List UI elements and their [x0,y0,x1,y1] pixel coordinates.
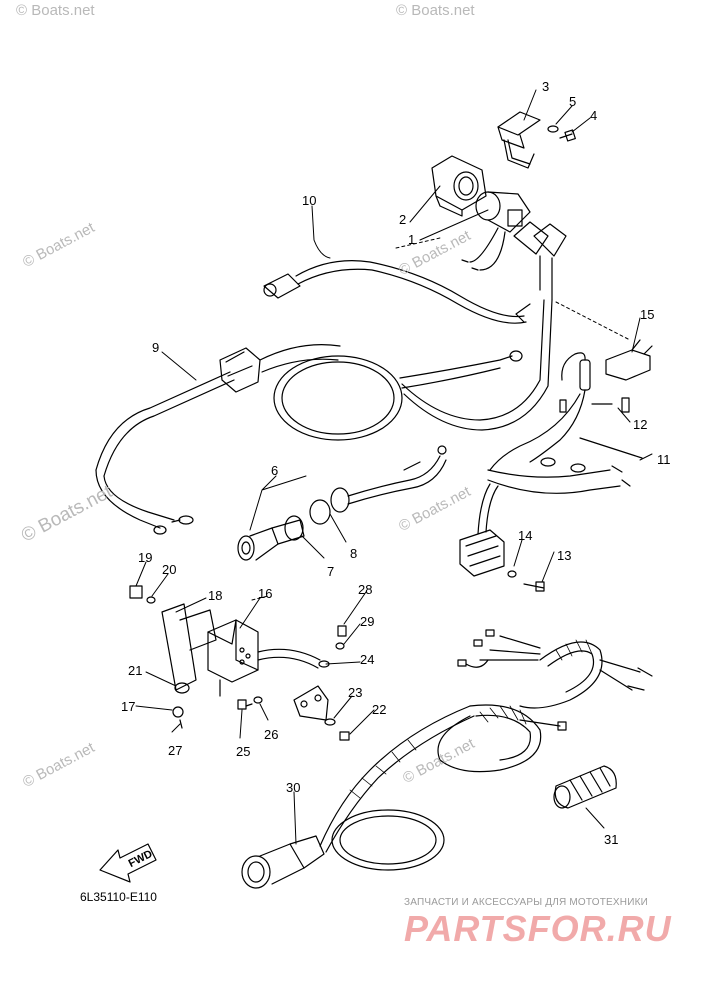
part-number-30: 30 [286,780,301,795]
part-number-2: 2 [399,212,407,227]
part-number-21: 21 [128,663,143,678]
connector-boots [513,221,567,301]
watermark-1: © Boats.net [16,2,95,19]
part-number-25: 25 [236,744,251,759]
part-number-1: 1 [408,232,416,247]
bracket-24 [237,625,350,741]
rectifier-14 [459,483,545,592]
part-number-28: 28 [358,582,373,597]
part-number-5: 5 [569,94,577,109]
part-number-9: 9 [152,340,160,355]
part-number-24: 24 [360,652,375,667]
harness-wrap [349,639,593,799]
part-number-26: 26 [264,727,279,742]
part-number-23: 23 [348,685,363,700]
part-number-18: 18 [208,588,223,603]
part-number-27: 27 [168,743,183,758]
part-number-31: 31 [604,832,619,847]
part-number-12: 12 [633,417,648,432]
bolt-4 [559,129,576,142]
part-number-20: 20 [162,562,177,577]
part-number-22: 22 [372,702,387,717]
watermark-2: © Boats.net [396,2,475,19]
part-number-29: 29 [360,614,375,629]
relay-1 [461,191,531,271]
part-number-17: 17 [121,699,136,714]
cdi-unit-16 [207,619,330,697]
part-number-13: 13 [557,548,572,563]
part-number-15: 15 [640,307,655,322]
battery-lead-10 [263,260,531,324]
fwd-arrow [99,843,157,883]
part-number-11: 11 [657,452,671,467]
diagram-code: 6L35110-E110 [80,890,157,904]
part-number-7: 7 [327,564,335,579]
shop-brand: PARTSFOR.RU [404,908,672,949]
bracket-3 [497,111,541,169]
main-harness-30 [241,629,653,889]
part-number-19: 19 [138,550,153,565]
part-number-14: 14 [518,528,533,543]
grip-31 [553,765,617,809]
battery-cable-9 [95,299,553,535]
grommet-assembly-6 [237,445,447,561]
fuse-holder-11 [487,339,653,494]
holder-2 [431,155,487,217]
part-number-6: 6 [271,463,279,478]
part-number-10: 10 [302,193,317,208]
washer-5 [547,125,559,133]
shop-caption: ЗАПЧАСТИ И АКСЕССУАРЫ ДЛЯ МОТОТЕХНИКИ [404,897,649,908]
part-number-16: 16 [258,586,273,601]
leader-lines [135,89,653,845]
part-number-3: 3 [542,79,550,94]
part-number-4: 4 [590,108,598,123]
part-number-8: 8 [350,546,358,561]
